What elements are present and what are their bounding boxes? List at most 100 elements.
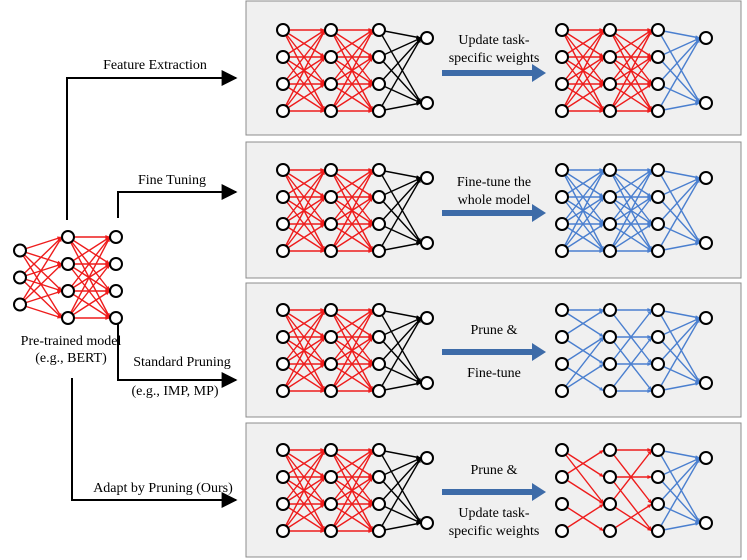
network-edge (282, 29, 326, 58)
network-edge-arrowhead (105, 316, 110, 320)
network-node (555, 190, 569, 204)
network-node (651, 217, 665, 231)
label-feature-extraction: Feature Extraction (103, 58, 207, 73)
network-edge-arrowhead (368, 224, 373, 229)
network-edge (657, 503, 701, 524)
network-node (651, 330, 665, 344)
network-node (555, 524, 569, 538)
network-node (324, 384, 338, 398)
network-edge (282, 309, 326, 338)
network-edge-arrowhead (57, 314, 62, 319)
network-edge (657, 37, 701, 85)
network-edge-arrowhead (695, 99, 700, 103)
network-edge (19, 236, 63, 279)
network-node (603, 244, 617, 258)
network-edge (561, 29, 605, 112)
network-edge-arrowhead (647, 475, 652, 479)
network-edge (657, 83, 701, 104)
network-node (555, 77, 569, 91)
network-edge-arrowhead (647, 84, 652, 89)
network-edge-arrowhead (368, 57, 373, 62)
network-edge-arrowhead (599, 337, 604, 342)
network-node (651, 303, 665, 317)
network-edge (282, 29, 326, 112)
network-edge (609, 223, 653, 252)
network-edge (657, 177, 701, 252)
network-edge (657, 457, 701, 532)
network-edge-arrowhead (647, 249, 652, 253)
network-edge (282, 336, 326, 392)
network-edge-arrowhead (368, 109, 373, 113)
network-edge (378, 169, 422, 244)
network-edge-arrowhead (321, 310, 325, 315)
network-edge (378, 169, 422, 179)
branch-connectors (66, 70, 238, 508)
network-edge-arrowhead (416, 379, 421, 383)
network-node (109, 257, 123, 271)
action-standard-pruning-line2: Fine-tune (467, 366, 521, 381)
network-edge-arrowhead (369, 450, 373, 455)
network-edge-arrowhead (369, 310, 373, 315)
network-node (420, 516, 434, 530)
network-node (372, 303, 386, 317)
network-edge (378, 37, 422, 58)
network-edge (657, 457, 701, 505)
network-node (699, 516, 713, 530)
network-edge-arrowhead (368, 337, 373, 342)
network-edge-arrowhead (647, 499, 652, 504)
network-edge (657, 522, 701, 532)
network-edge (561, 56, 605, 112)
network-edge (378, 56, 422, 104)
network-edge (657, 476, 701, 524)
network-edge-arrowhead (57, 290, 62, 295)
network-edge-arrowhead (320, 109, 325, 113)
standard-pruning-output-network (555, 303, 713, 398)
network-node (276, 163, 290, 177)
network-node (372, 357, 386, 371)
network-node (603, 190, 617, 204)
network-edge (609, 56, 653, 112)
network-edge-arrowhead (368, 389, 373, 393)
network-node (324, 303, 338, 317)
network-edge (378, 83, 422, 104)
network-node (555, 470, 569, 484)
network-node (372, 330, 386, 344)
network-edge-arrowhead (320, 504, 325, 509)
network-edge (19, 236, 63, 252)
network-edge-arrowhead (647, 359, 652, 364)
network-edge-arrowhead (320, 84, 325, 89)
network-edge-arrowhead (57, 286, 62, 291)
network-edge-arrowhead (599, 386, 604, 391)
network-node (603, 303, 617, 317)
network-node (699, 171, 713, 185)
network-node (651, 104, 665, 118)
network-edge-arrowhead (57, 264, 62, 269)
network-edge (330, 336, 374, 392)
network-edge-arrowhead (320, 337, 325, 342)
network-node (61, 257, 75, 271)
network-node (651, 384, 665, 398)
network-edge-arrowhead (696, 458, 700, 463)
network-edge-arrowhead (647, 57, 652, 62)
network-node (13, 243, 27, 258)
network-edge-arrowhead (647, 197, 652, 202)
network-node (603, 217, 617, 231)
network-node (372, 217, 386, 231)
network-edge-arrowhead (321, 30, 325, 35)
network-edge (609, 29, 653, 58)
network-edge (330, 309, 374, 365)
network-node (13, 297, 27, 312)
network-edge (657, 457, 701, 478)
network-edge (330, 363, 374, 392)
network-edge-arrowhead (368, 249, 373, 253)
network-edge (609, 29, 653, 85)
network-edge (67, 263, 111, 319)
network-node (372, 244, 386, 258)
network-node (555, 443, 569, 457)
network-node (372, 23, 386, 37)
network-node (603, 497, 617, 511)
network-edge-arrowhead (416, 241, 421, 246)
network-edge-arrowhead (416, 99, 421, 103)
network-edge-arrowhead (416, 521, 421, 526)
network-node (109, 230, 123, 244)
